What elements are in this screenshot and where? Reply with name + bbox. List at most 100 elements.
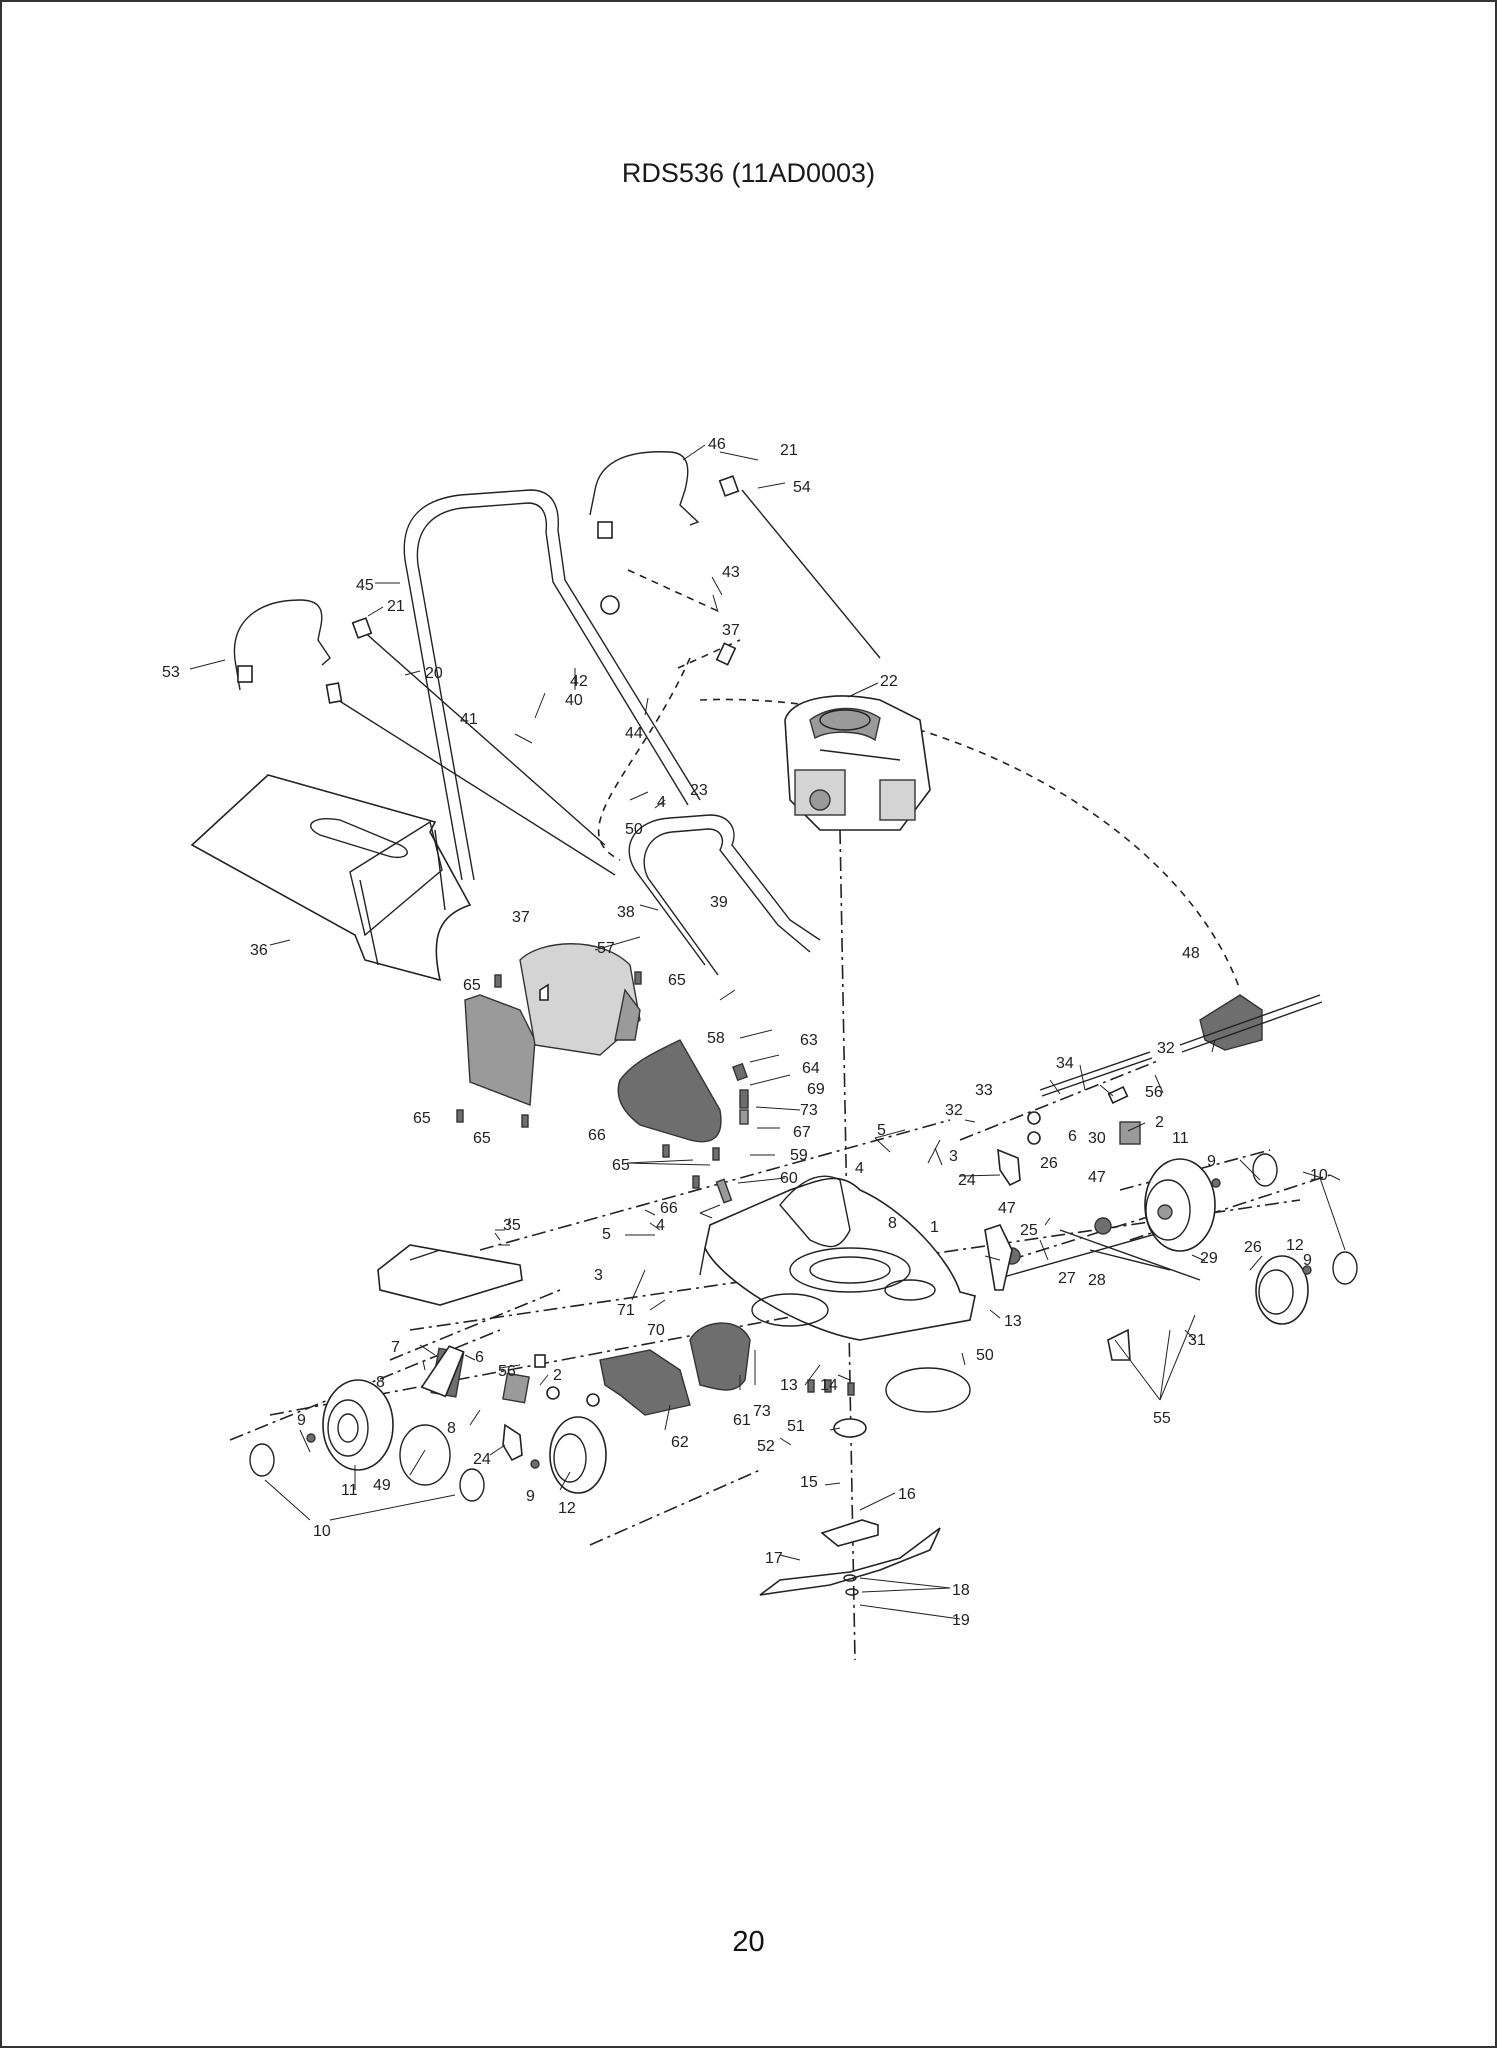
- callout-12-right: 12: [1286, 1237, 1304, 1254]
- front-right-wheel: [1255, 1255, 1309, 1325]
- callout-20: 20: [425, 665, 443, 682]
- callout-54: 54: [793, 479, 811, 496]
- cable-clips: [237, 475, 740, 704]
- callout-52: 52: [757, 1438, 775, 1455]
- side-discharge-cover: [599, 1322, 751, 1416]
- callout-58: 58: [707, 1030, 725, 1047]
- page-number: 20: [732, 1926, 765, 1958]
- small-hardware: [306, 971, 1312, 1469]
- callout-15: 15: [800, 1474, 818, 1491]
- callout-21-left: 21: [387, 598, 405, 615]
- callout-31: 31: [1188, 1332, 1206, 1349]
- callout-50-top: 50: [625, 821, 643, 838]
- callout-labels: 46 21 54 43 45 21 37 53 20 42 40 22 41 4…: [162, 436, 1328, 1629]
- drive-shafts: [999, 1051, 1201, 1281]
- callout-24-right: 24: [958, 1172, 976, 1189]
- callout-66-c: 65: [413, 1110, 431, 1127]
- callout-4-top: 4: [657, 794, 666, 811]
- callout-3-left: 3: [594, 1267, 603, 1284]
- callout-9-bottom: 9: [526, 1488, 535, 1505]
- callout-44: 44: [625, 725, 643, 742]
- callout-66-a: 65: [463, 977, 481, 994]
- callout-24-left: 24: [473, 1451, 491, 1468]
- callout-9-left: 9: [297, 1412, 306, 1429]
- callout-56-left: 56: [498, 1363, 516, 1380]
- callout-51: 51: [787, 1418, 805, 1435]
- callout-35: 35: [503, 1217, 521, 1234]
- callout-73-top: 73: [800, 1102, 818, 1119]
- rear-left-wheel: [549, 1416, 607, 1494]
- callout-11-left: 11: [341, 1482, 358, 1499]
- upper-handle: [403, 489, 701, 881]
- callout-59: 59: [790, 1147, 808, 1164]
- callout-67: 66: [660, 1200, 678, 1217]
- callout-56-right: 56: [1145, 1084, 1163, 1101]
- alignment-lines: [229, 569, 1331, 1661]
- callout-36: 36: [250, 942, 268, 959]
- callout-29: 29: [1200, 1250, 1218, 1267]
- callout-48: 48: [1182, 945, 1200, 962]
- callout-4-left: 4: [656, 1217, 665, 1234]
- callout-8-left-top: 8: [376, 1374, 385, 1391]
- callout-8-left-bottom: 8: [447, 1420, 456, 1437]
- callout-22: 22: [880, 673, 898, 690]
- callout-28: 28: [1088, 1272, 1106, 1289]
- callout-65: 67: [793, 1124, 811, 1141]
- hubcaps: [249, 1153, 1358, 1502]
- callout-40: 40: [565, 692, 583, 709]
- callout-3-right: 3: [949, 1148, 958, 1165]
- callout-43: 43: [722, 564, 740, 581]
- callout-9-right: 9: [1207, 1153, 1216, 1170]
- callout-71: 71: [617, 1302, 635, 1319]
- callout-8-mid: 8: [888, 1215, 897, 1232]
- callout-53: 53: [162, 664, 180, 681]
- leader-lines: [189, 444, 1346, 1620]
- callout-46: 46: [708, 436, 726, 453]
- callout-42: 42: [570, 673, 588, 690]
- callout-37-bottom: 37: [512, 909, 530, 926]
- callout-64: 64: [802, 1060, 820, 1077]
- callout-66-d: 65: [473, 1130, 491, 1147]
- callout-30: 30: [1088, 1130, 1106, 1147]
- callout-63: 63: [800, 1032, 818, 1049]
- callout-9-far-right: 9: [1303, 1252, 1312, 1269]
- callout-32-left: 32: [945, 1102, 963, 1119]
- callout-47-top: 47: [1088, 1169, 1106, 1186]
- callout-66-b: 65: [668, 972, 686, 989]
- callout-33: 33: [975, 1082, 993, 1099]
- callout-60: 60: [780, 1170, 798, 1187]
- callout-1: 1: [930, 1219, 939, 1236]
- gearbox: [1179, 994, 1323, 1053]
- callout-26-top: 26: [1040, 1155, 1058, 1172]
- callout-6-right: 6: [1068, 1128, 1077, 1145]
- callout-5-right: 5: [877, 1122, 886, 1139]
- engine: [784, 695, 931, 831]
- callout-57: 57: [597, 940, 615, 957]
- callout-47-mid: 47: [998, 1200, 1016, 1217]
- callout-17: 17: [765, 1550, 783, 1567]
- callout-25: 25: [1020, 1222, 1038, 1239]
- mower-deck: [699, 1175, 976, 1341]
- mulch-plate: [617, 1039, 722, 1143]
- callout-34: 34: [1056, 1055, 1074, 1072]
- callout-27: 27: [1058, 1270, 1076, 1287]
- callout-19: 19: [952, 1612, 970, 1629]
- blade-assembly: [759, 1418, 941, 1596]
- callout-21-top: 21: [780, 442, 798, 459]
- callout-32-right: 32: [1157, 1040, 1175, 1057]
- callout-11-right: 11: [1172, 1130, 1189, 1147]
- callout-16: 16: [898, 1486, 916, 1503]
- callout-69: 69: [807, 1081, 825, 1098]
- callout-61: 61: [733, 1412, 751, 1429]
- lower-handle: [628, 814, 821, 976]
- callout-70: 70: [647, 1322, 665, 1339]
- callout-10-left: 10: [313, 1523, 331, 1540]
- callout-38: 38: [617, 904, 635, 921]
- callout-68: 66: [588, 1127, 606, 1144]
- callout-5-left: 5: [602, 1226, 611, 1243]
- callout-45: 45: [356, 577, 374, 594]
- callout-18: 18: [952, 1582, 970, 1599]
- callout-41: 41: [460, 711, 478, 728]
- callout-39: 39: [710, 894, 728, 911]
- callout-6-left: 6: [475, 1349, 484, 1366]
